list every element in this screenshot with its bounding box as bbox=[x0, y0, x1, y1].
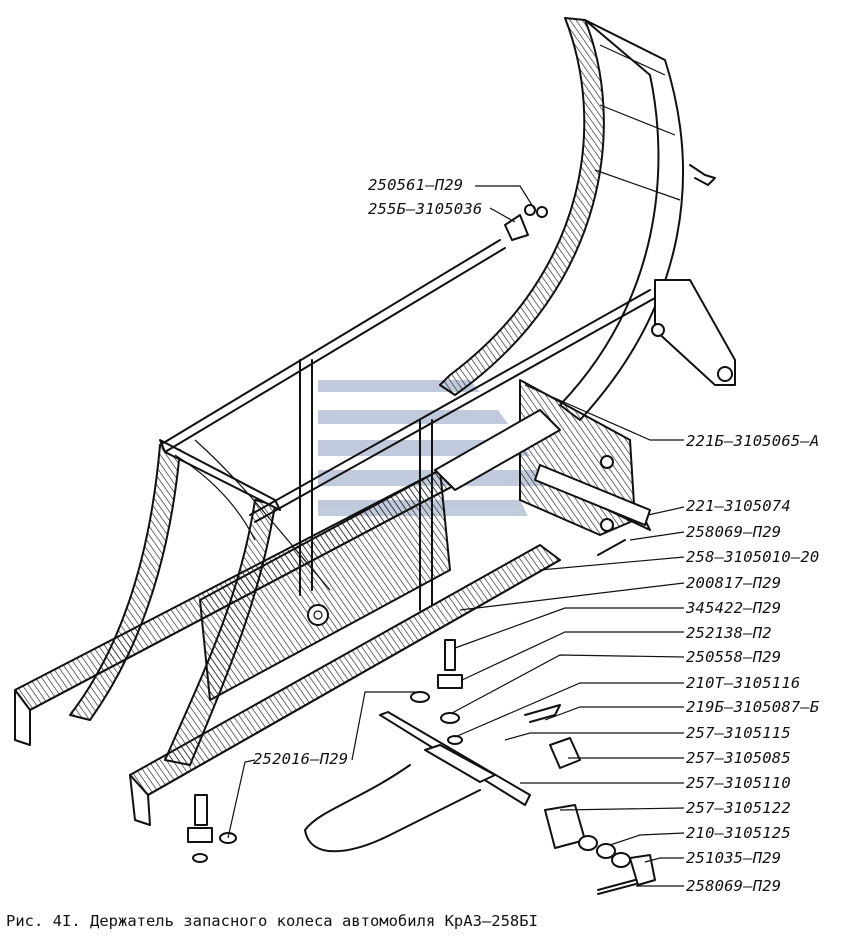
part-label-221b: 221Б–3105065–А bbox=[686, 432, 820, 450]
left-cradle bbox=[69, 439, 331, 766]
part-label-219b: 219Б–3105087–Б bbox=[686, 698, 820, 716]
part-label-345422: 345422–П29 bbox=[686, 599, 782, 617]
part-label-255b: 255Б–3105036 bbox=[368, 200, 483, 218]
part-label-210t: 210Т–3105116 bbox=[686, 674, 801, 692]
tie-rods bbox=[159, 239, 656, 611]
figure-caption: Рис. 4I. Держатель запасного колеса авто… bbox=[6, 912, 538, 930]
part-label-252016: 252016–П29 bbox=[253, 750, 349, 768]
part-label-210: 210–3105125 bbox=[686, 824, 791, 842]
part-label-257-110: 257–3105110 bbox=[686, 774, 791, 792]
part-label-250561: 250561–П29 bbox=[368, 176, 464, 194]
part-label-250558: 250558–П29 bbox=[686, 648, 782, 666]
leader-lines bbox=[227, 185, 685, 887]
rear-cradle bbox=[439, 17, 736, 421]
part-label-252138: 252138–П2 bbox=[686, 624, 772, 642]
part-label-257-122: 257–3105122 bbox=[686, 799, 791, 817]
loose-parts bbox=[187, 204, 656, 895]
part-label-221: 221–3105074 bbox=[686, 497, 791, 515]
part-label-257-085: 257–3105085 bbox=[686, 749, 791, 767]
part-label-258069-a: 258069–П29 bbox=[686, 523, 782, 541]
part-label-258: 258–3105010–20 bbox=[686, 548, 820, 566]
part-label-251035: 251035–П29 bbox=[686, 849, 782, 867]
part-label-258069-b: 258069–П29 bbox=[686, 877, 782, 895]
part-label-257-115: 257–3105115 bbox=[686, 724, 791, 742]
part-label-200817: 200817–П29 bbox=[686, 574, 782, 592]
